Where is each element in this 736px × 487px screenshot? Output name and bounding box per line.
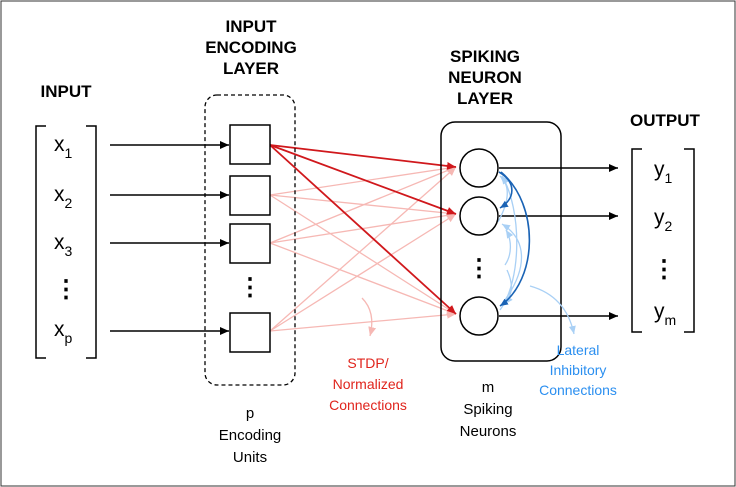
output-header: OUTPUT bbox=[630, 111, 701, 130]
encoding-header-line-1: INPUT bbox=[226, 17, 278, 36]
lateral-strong-1-m bbox=[499, 171, 531, 307]
lateral-label-line-1: Lateral bbox=[557, 342, 600, 358]
stdp-label-pointer bbox=[361, 297, 377, 337]
lateral-label-pointer bbox=[529, 285, 576, 335]
faint-lateral-connections bbox=[497, 175, 522, 311]
faint-stdp-connections bbox=[269, 164, 457, 332]
encoding-unit-3 bbox=[229, 223, 271, 264]
spiking-neuron-m bbox=[459, 296, 499, 336]
lateral-label-line-3: Connections bbox=[539, 382, 617, 398]
spiking-header-line-1: SPIKING bbox=[450, 47, 520, 66]
output-label-y1: y1 bbox=[654, 158, 673, 186]
spiking-caption-line-3: Neurons bbox=[460, 423, 517, 440]
spiking-caption-line-1: m bbox=[482, 379, 495, 396]
encoding-layer-box bbox=[204, 94, 296, 386]
stdp-label-line-3: Connections bbox=[329, 397, 407, 413]
spiking-neuron-2 bbox=[459, 196, 499, 236]
lateral-faint-2-1 bbox=[497, 175, 509, 223]
stdp-faint-2-m bbox=[269, 194, 457, 315]
input-ellipsis: ⋮ bbox=[54, 276, 78, 303]
stdp-faint-2-1 bbox=[269, 164, 457, 196]
encoding-header-line-2: ENCODING bbox=[205, 38, 297, 57]
stdp-strong-1-1 bbox=[269, 144, 457, 170]
stdp-strong-1-m bbox=[269, 144, 457, 315]
lateral-faint-m-1 bbox=[499, 175, 518, 311]
encoding-unit-p bbox=[229, 312, 271, 353]
stdp-faint-3-m bbox=[269, 242, 457, 315]
lateral-faint-dots-2 bbox=[504, 229, 514, 266]
output-ellipsis: ⋮ bbox=[652, 256, 676, 283]
encoding-caption-line-2: Encoding bbox=[219, 427, 282, 444]
encoding-ellipsis: ⋮ bbox=[238, 274, 262, 301]
stdp-faint-3-1 bbox=[269, 166, 457, 244]
stdp-label-line-1: STDP/ bbox=[347, 355, 388, 371]
input-label-x3: x3 bbox=[54, 231, 73, 259]
spiking-neuron-1 bbox=[459, 148, 499, 188]
spiking-ellipsis: ⋮ bbox=[467, 255, 491, 282]
input-header: INPUT bbox=[41, 82, 93, 101]
lateral-faint-m-2 bbox=[501, 223, 522, 305]
strong-lateral-connections bbox=[498, 171, 531, 307]
input-label-x1: x1 bbox=[54, 133, 73, 161]
lateral-label-line-2: Inhibitory bbox=[550, 362, 607, 378]
stdp-faint-p-2 bbox=[269, 213, 457, 332]
spiking-caption-line-2: Spiking bbox=[463, 401, 512, 418]
input-label-x2: x2 bbox=[54, 183, 73, 211]
stdp-strong-1-2 bbox=[269, 144, 457, 215]
output-label-ym: ym bbox=[654, 300, 676, 328]
output-right-bracket bbox=[684, 148, 695, 333]
encoding-caption-line-1: p bbox=[246, 405, 254, 422]
encoding-unit-2 bbox=[229, 175, 271, 216]
encoding-caption-line-3: Units bbox=[233, 449, 267, 466]
encoding-header-line-3: LAYER bbox=[223, 59, 279, 78]
stdp-label-line-2: Normalized bbox=[333, 376, 404, 392]
stdp-faint-p-m bbox=[269, 310, 457, 332]
input-label-xp: xp bbox=[54, 318, 73, 346]
stdp-faint-p-1 bbox=[269, 166, 457, 332]
strong-stdp-connections bbox=[269, 144, 457, 315]
spiking-header-line-2: NEURON bbox=[448, 68, 522, 87]
spiking-header-line-3: LAYER bbox=[457, 89, 513, 108]
output-left-bracket bbox=[631, 148, 642, 333]
spiking-layer-box bbox=[440, 121, 562, 362]
lateral-strong-1-2 bbox=[498, 171, 513, 209]
encoding-unit-1 bbox=[229, 124, 271, 165]
output-label-y2: y2 bbox=[654, 206, 673, 234]
input-left-bracket bbox=[35, 125, 46, 359]
input-right-bracket bbox=[86, 125, 97, 359]
